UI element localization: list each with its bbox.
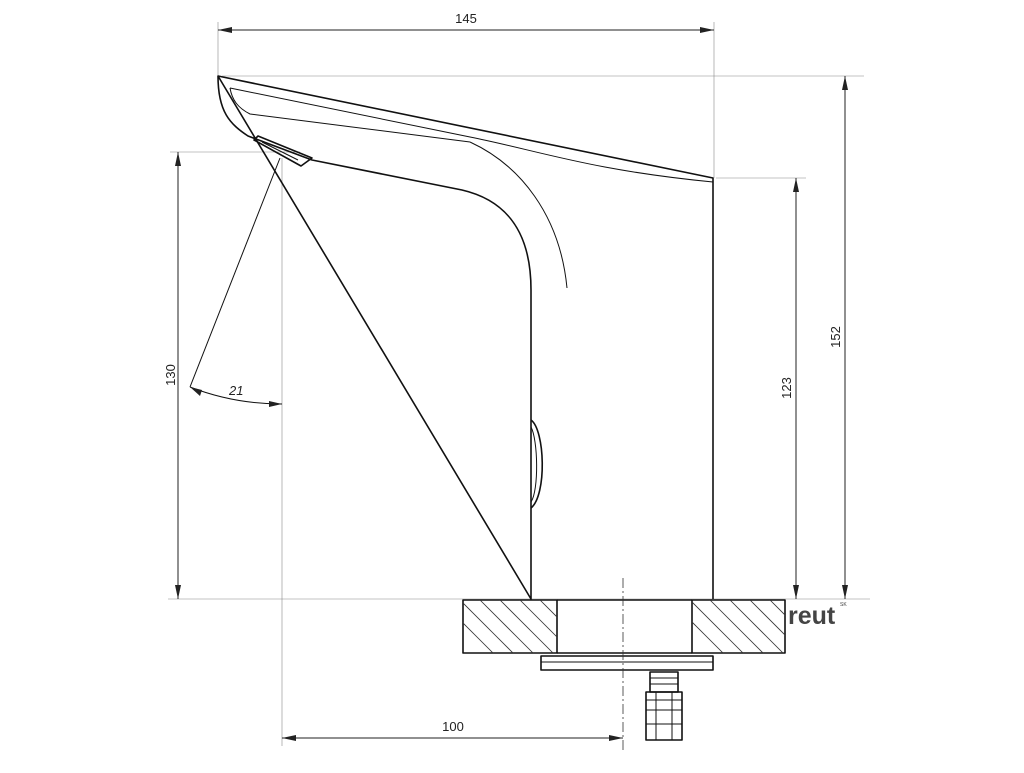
dimension-label-100: 100 [442,719,464,734]
logo-superscript: SK [840,602,847,608]
dimension-total-height: 152 [828,76,848,599]
extension-lines [168,22,870,746]
spray-angle: 21 [189,157,283,407]
dimension-label-152: 152 [828,326,843,348]
dimension-label-130: 130 [163,364,178,386]
brand-logo: reut SK [788,602,847,630]
angle-label-21: 21 [228,383,243,398]
dimension-body-height: 123 [779,178,799,599]
dimension-spout-height: 130 [163,152,181,599]
logo-text: reut [788,602,836,630]
dimension-label-145: 145 [455,11,477,26]
counter-section [462,599,786,741]
dimension-total-width: 145 [218,11,714,33]
dimension-label-123: 123 [779,377,794,399]
dimension-spout-reach: 100 [282,719,623,741]
hatch-right [692,600,785,653]
faucet-body [217,75,714,600]
hatch-left [463,600,557,653]
